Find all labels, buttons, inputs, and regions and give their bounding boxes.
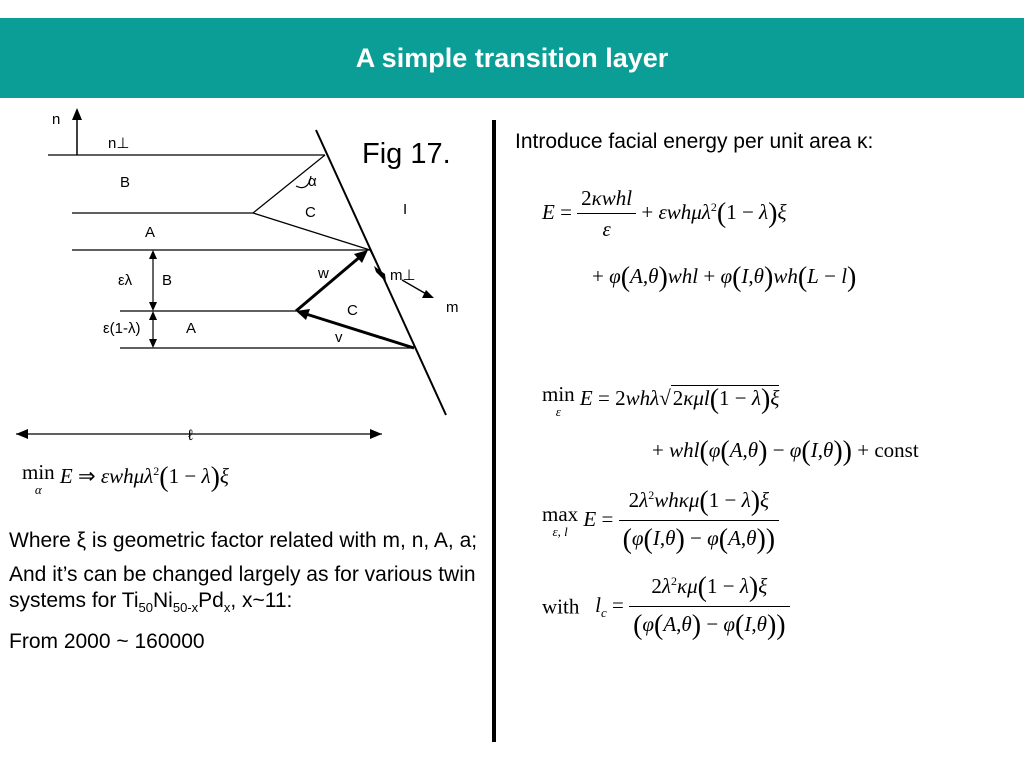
with-label: with — [542, 594, 580, 619]
critical-length-equation: with lc = 2λ2κμ(1 − λ)ξ(φ(A,θ) − φ(I,θ)) — [542, 572, 790, 642]
label-v: v — [335, 329, 343, 346]
left-explanation: Where ξ is geometric factor related with… — [9, 528, 479, 663]
label-alpha: α — [308, 173, 317, 190]
label-m: m — [446, 299, 459, 316]
label-n-perp: n⊥ — [108, 135, 129, 152]
column-divider — [492, 120, 496, 742]
label-m-perp: m⊥ — [390, 267, 416, 284]
min-operator-right: min — [542, 382, 575, 406]
transition-layer-diagram: n n⊥ B C A I α ελ B w m⊥ C m ε(1-λ) A v … — [16, 108, 459, 444]
min-operator: min — [22, 460, 55, 484]
label-b-upper: B — [120, 174, 130, 191]
intro-text: Introduce facial energy per unit area κ: — [515, 130, 874, 153]
max-subscript: ε, l — [552, 524, 568, 539]
para-range: From 2000 ~ 160000 — [9, 630, 205, 654]
label-n: n — [52, 111, 60, 128]
label-c-upper: C — [305, 204, 316, 221]
para-twin-systems: And it’s can be changed largely as for v… — [9, 563, 476, 616]
label-a-upper: A — [145, 224, 155, 241]
label-i: I — [403, 201, 407, 218]
page-title: A simple transition layer — [355, 42, 669, 73]
min-subscript: α — [34, 482, 42, 497]
energy-equation-line2: + φ(A,θ)whl + φ(I,θ)wh(L − l) — [592, 262, 857, 293]
label-w: w — [317, 265, 329, 282]
label-eps-lambda: ελ — [118, 272, 133, 289]
title-bar: A simple transition layer — [0, 18, 1024, 98]
para-xi-definition: Where ξ is geometric factor related with… — [9, 529, 478, 552]
label-ell: ℓ — [188, 427, 193, 444]
label-a-lower: A — [186, 320, 196, 337]
min-subscript-right: ε — [555, 404, 561, 419]
min-energy-equation-line2: + whl(φ(A,θ) − φ(I,θ)) + const — [652, 436, 919, 467]
figure-caption: Fig 17. — [362, 138, 451, 170]
const-term: const — [874, 438, 919, 462]
label-c-lower: C — [347, 302, 358, 319]
label-eps-one-minus-lambda: ε(1-λ) — [103, 320, 141, 337]
max-operator: max — [542, 502, 579, 526]
label-b-lower: B — [162, 272, 172, 289]
